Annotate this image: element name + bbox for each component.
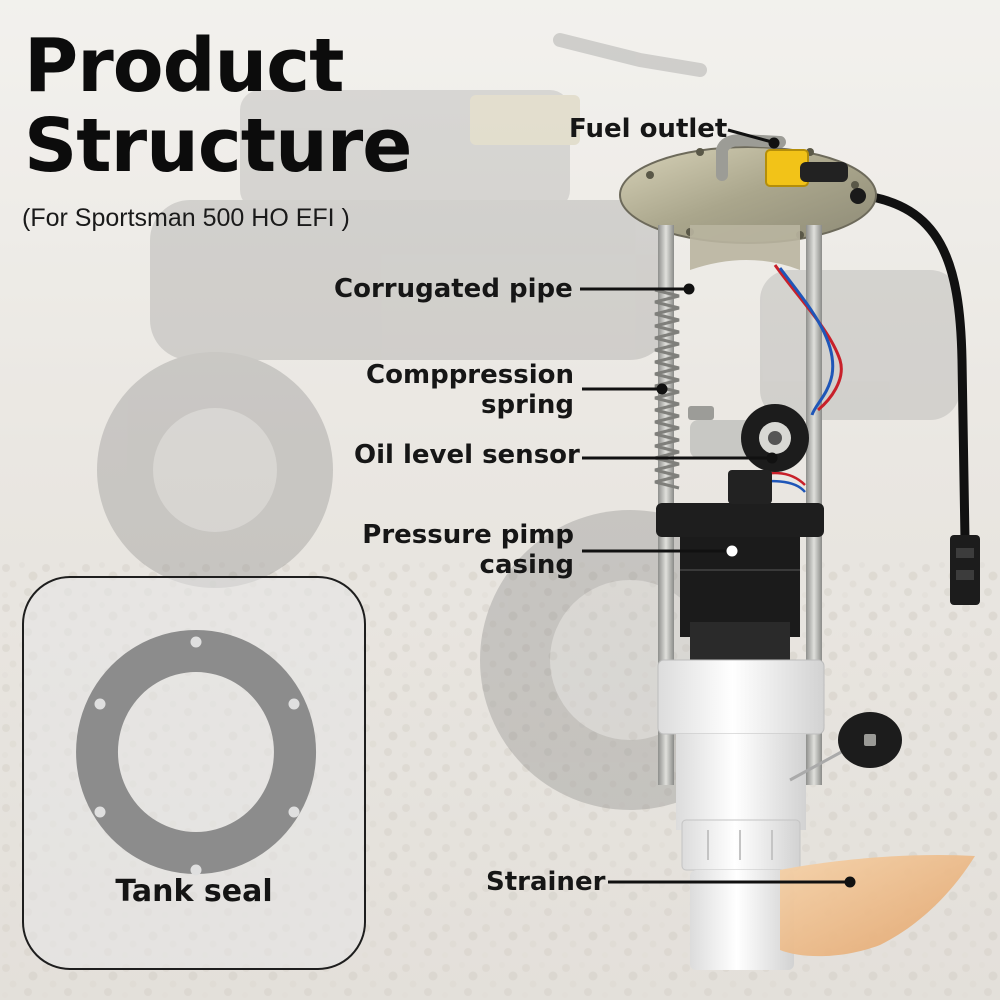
title-line-1: Product <box>24 23 344 109</box>
tank-seal-panel: Tank seal <box>22 576 366 970</box>
strainer-dot <box>844 876 856 888</box>
pressure-pump-casing-label-line-2: casing <box>479 550 574 580</box>
compression-spring-label-line-1: Comppression <box>366 360 574 390</box>
pressure-pump-casing-icon <box>656 470 824 662</box>
compression-spring-dot <box>656 383 668 395</box>
fuel-pump-assembly <box>619 133 980 970</box>
fuel-outlet-pipe <box>716 133 786 181</box>
tank-seal-caption: Tank seal <box>115 874 273 909</box>
filter-housing <box>657 659 825 970</box>
float-icon <box>838 712 902 768</box>
callout-leaders <box>580 128 856 888</box>
subtitle: (For Sportsman 500 HO EFI ) <box>22 204 350 232</box>
pressure-pump-dot <box>726 545 738 557</box>
pressure-pump-casing-label: Pressure pimp casing <box>340 520 574 580</box>
strainer-label: Strainer <box>486 867 606 897</box>
wire-harness <box>855 190 970 545</box>
fuel-outlet-dot <box>768 137 780 149</box>
title-line-2: Structure <box>24 103 412 189</box>
compression-spring-label-line-2: spring <box>481 390 574 420</box>
float-arm <box>789 748 846 782</box>
page-title: Product Structure <box>24 23 412 189</box>
compression-spring-label: Comppression spring <box>360 360 574 420</box>
corrugated-pipe-dot <box>683 283 695 295</box>
fuel-outlet-label: Fuel outlet <box>569 114 728 144</box>
corrugated-pipe-label: Corrugated pipe <box>334 274 573 304</box>
strainer-icon <box>780 854 975 957</box>
oil-level-sensor-icon <box>688 404 809 472</box>
oil-level-sensor-label: Oil level sensor <box>354 440 580 470</box>
pressure-pump-casing-label-line-1: Pressure pimp <box>362 520 574 550</box>
oil-level-sensor-dot <box>766 452 778 464</box>
fuel-outlet-leader <box>727 128 773 144</box>
